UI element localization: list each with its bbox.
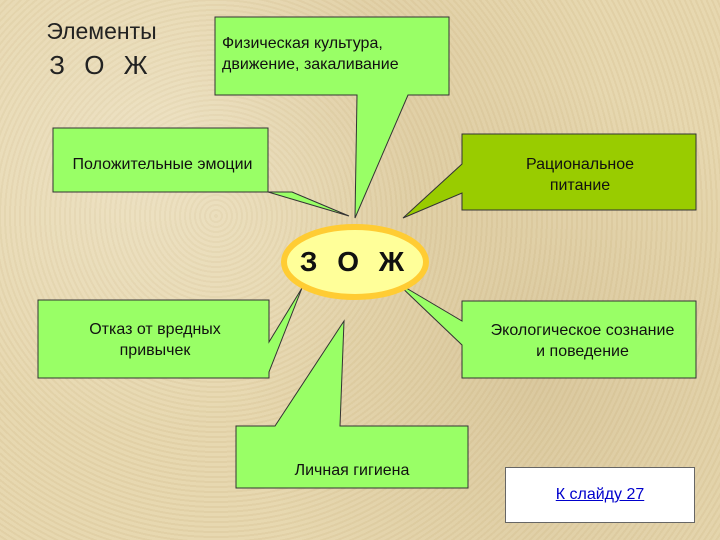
title-line1: Элементы	[46, 18, 157, 44]
slide-27-link[interactable]: К слайду 27	[555, 486, 645, 503]
nutrition-callout	[402, 133, 697, 219]
emotions-text: Положительные эмоции	[72, 155, 253, 173]
hygiene-callout	[235, 319, 469, 489]
habits-callout	[37, 287, 303, 379]
emotions-callout	[52, 127, 350, 217]
slide-link-box: К слайду 27	[505, 467, 695, 523]
ecology-callout	[395, 281, 697, 379]
center-label: З О Ж	[299, 246, 411, 277]
physical-text: Физическая культура, движение, закаливан…	[222, 35, 399, 73]
center-ellipse	[281, 224, 429, 300]
habits-text: Отказ от вредных привычек	[89, 321, 221, 359]
ecology-text: Экологическое сознание и поведение	[490, 322, 675, 360]
physical-callout	[214, 16, 450, 219]
hygiene-text: Личная гигиена	[294, 461, 410, 479]
title-line2: З О Ж	[49, 50, 154, 80]
nutrition-text: Рациональное питание	[525, 156, 635, 194]
slide-title: Элементы З О Ж	[14, 14, 189, 82]
